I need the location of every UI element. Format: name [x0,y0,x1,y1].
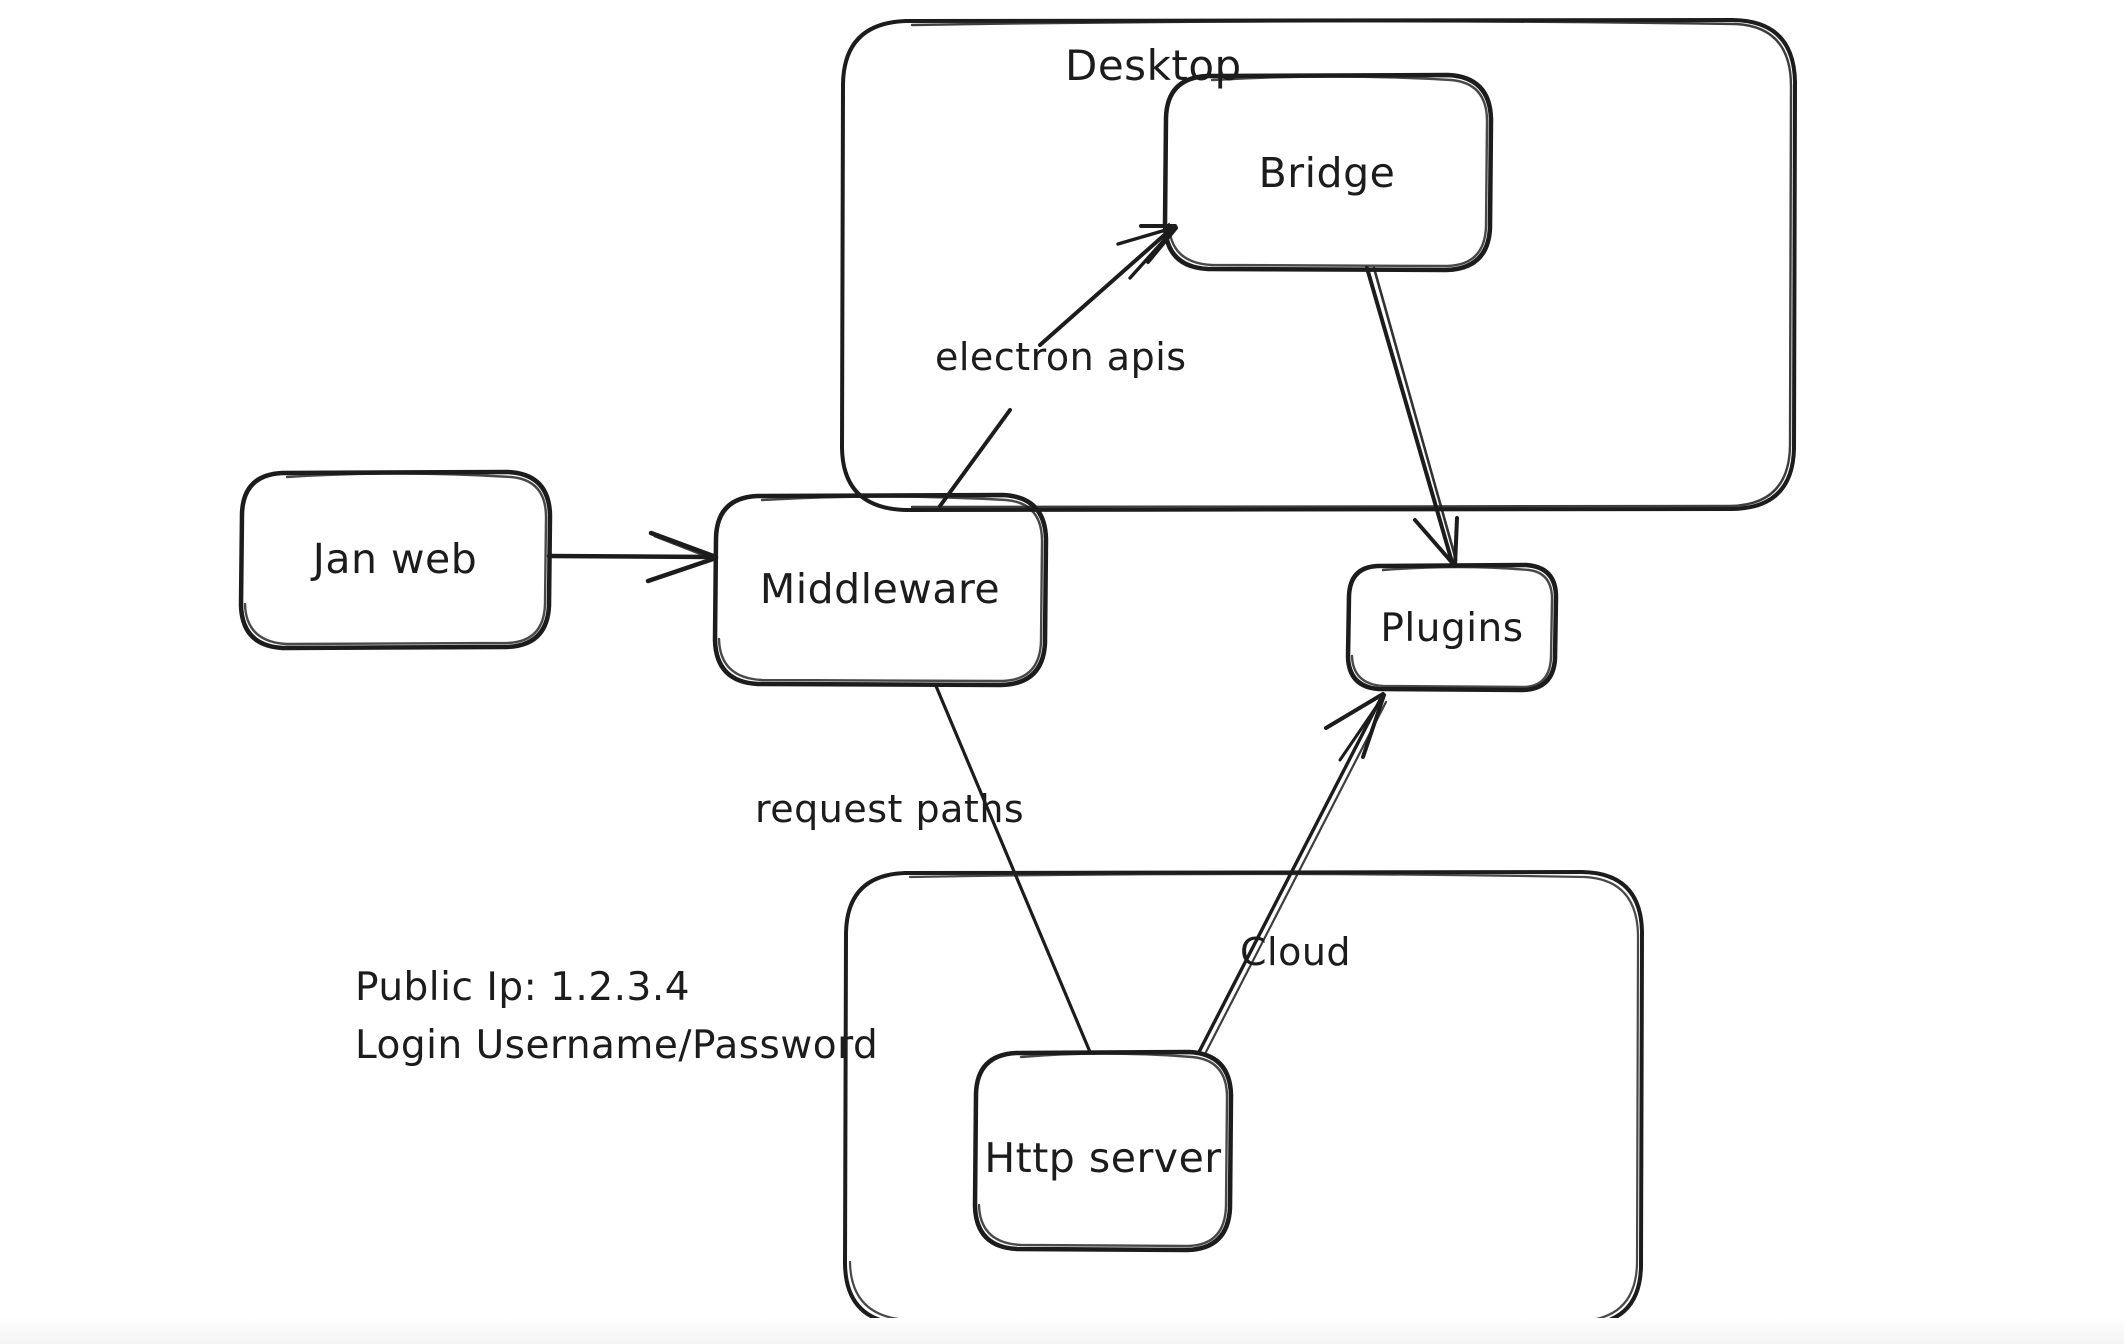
node-border-sketch [1350,565,1554,689]
annotation-login-credentials: Login Username/Password [355,1023,878,1068]
node-border [1345,562,1559,693]
arrowhead-sketch [653,534,716,561]
edge-http-server-to-plugins: Cloud [1197,692,1388,1054]
node-border [238,469,553,651]
node-middleware[interactable]: Middleware [712,492,1049,688]
node-label-plugins: Plugins [1380,606,1523,651]
node-border-sketch [1167,75,1489,268]
node-border [972,1049,1234,1253]
node-label-http-server: Http server [984,1134,1221,1182]
node-border [712,492,1049,688]
node-border [1162,72,1494,273]
node-border-sketch [243,472,548,646]
edge-line [1197,698,1382,1054]
edge-line [938,228,1172,508]
arrowhead [645,530,719,584]
node-border-sketch [717,495,1044,683]
edge-label-electron-apis: electron apis [935,335,1187,379]
node-bridge[interactable]: Bridge [1162,72,1494,273]
edge-line [546,553,716,560]
edge-http-server-to-middleware: request paths [755,684,1092,1054]
node-border-sketch [977,1052,1229,1248]
edge-jan-web-to-middleware [546,530,719,584]
edge-bridge-to-plugins [1365,266,1459,568]
desktop-border [840,18,1797,512]
arrowhead-sketch [1338,695,1385,762]
annotation-public-ip: Public Ip: 1.2.3.4 [355,965,690,1010]
node-http-server[interactable]: Http server [972,1049,1234,1253]
node-label-middleware: Middleware [760,565,1000,613]
arrowhead [1324,692,1386,759]
edge-label-request-paths: request paths [755,787,1024,831]
edge-middleware-to-bridge: electron apis [935,224,1187,508]
edge-line [1365,266,1454,564]
node-label-jan-web: Jan web [310,535,478,583]
desktop-border-sketch [910,20,1793,509]
node-jan-web[interactable]: Jan web [238,469,553,651]
edge-line-sketch [1372,266,1458,562]
container-desktop[interactable]: Desktop [840,18,1797,512]
edge-label-cloud: Cloud [1240,930,1351,974]
arrowhead [1413,516,1459,568]
node-plugins[interactable]: Plugins [1345,562,1559,693]
container-label-desktop: Desktop [1065,41,1242,90]
edge-line-sketch [1204,700,1388,1054]
node-label-bridge: Bridge [1259,149,1396,197]
annotations-block: Public Ip: 1.2.3.4 Login Username/Passwo… [355,965,878,1068]
edge-line [934,684,1092,1054]
